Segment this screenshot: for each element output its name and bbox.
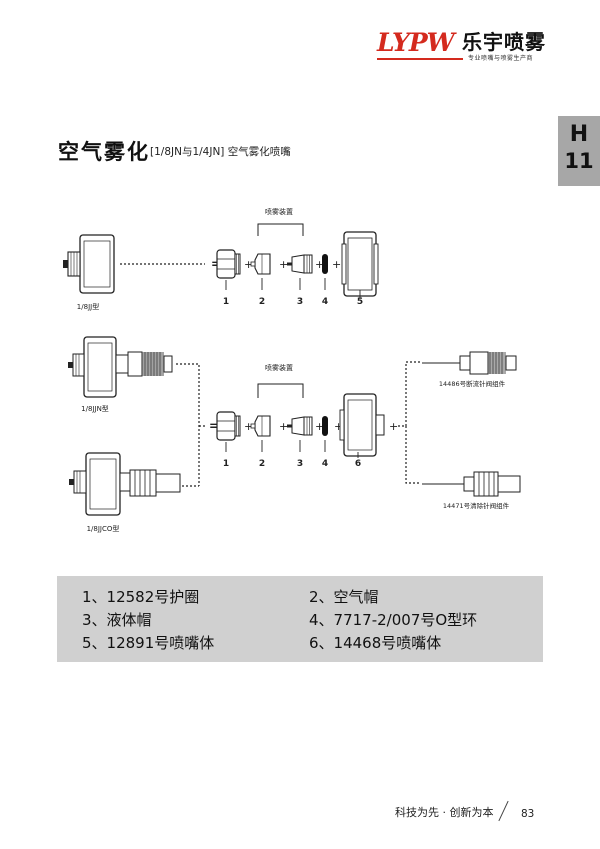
equals-sign: = xyxy=(211,257,221,271)
retainer-part-1 xyxy=(216,249,241,279)
part-item: 1、12582号护圈 xyxy=(82,588,200,606)
part-number: 6 xyxy=(355,459,361,469)
model-label: 1/8JJN型 xyxy=(81,404,109,413)
model-label: 1/8JJ型 xyxy=(77,302,99,311)
group-label: 喷雾装置 xyxy=(265,207,293,216)
nozzle-body-part-5 xyxy=(341,231,379,297)
group-label: 喷雾装置 xyxy=(265,363,293,372)
connector-line xyxy=(405,426,420,484)
plus-sign: + xyxy=(244,420,253,433)
part-item: 6、14468号喷嘴体 xyxy=(309,634,442,652)
plus-sign: + xyxy=(334,420,343,433)
part-item: 2、空气帽 xyxy=(309,588,379,606)
connector-line xyxy=(176,363,200,486)
model-label: 1/8JJCO型 xyxy=(87,524,120,533)
brand-name: 乐宇喷雾 xyxy=(462,30,546,54)
brand-tagline: 专业喷嘴与喷雾生产商 xyxy=(468,55,534,62)
plus-sign: + xyxy=(279,258,288,271)
part-number: 4 xyxy=(322,459,328,469)
part-number: 3 xyxy=(297,459,303,469)
page-subtitle: [1/8JN与1/4JN] 空气雾化喷嘴 xyxy=(150,146,291,158)
part-number: 5 xyxy=(357,297,363,307)
cleanout-needle-assembly xyxy=(422,471,521,497)
plus-sign: + xyxy=(315,420,324,433)
part-number: 1 xyxy=(223,459,229,469)
part-item: 5、12891号喷嘴体 xyxy=(82,634,215,652)
section-letter: H xyxy=(569,122,589,147)
plus-sign: + xyxy=(244,258,253,271)
aircap-part-2 xyxy=(250,415,271,437)
parts-list: 1、12582号护圈 2、空气帽 3、液体帽 4、7717-2/007号O型环 … xyxy=(57,576,543,662)
oring-part-4 xyxy=(322,254,328,274)
assembly-diagram: 1/8JJ型 = + + + + 喷雾装置 1 2 3 4 5 xyxy=(63,207,521,533)
section-number: 11 xyxy=(564,149,594,173)
option-label: 14471号清除针阀组件 xyxy=(443,501,510,510)
liquid-cap-part-3 xyxy=(286,416,313,436)
part-number: 1 xyxy=(223,297,229,307)
brand-logo: LYPW xyxy=(377,28,455,57)
plus-sign: + xyxy=(389,420,398,433)
page-title: 空气雾化 xyxy=(58,140,150,164)
section-tab: H 11 xyxy=(558,116,600,186)
liquid-cap-part-3 xyxy=(286,254,313,274)
plus-sign: + xyxy=(279,420,288,433)
option-label: 14486号断流针阀组件 xyxy=(439,379,506,388)
page-number: 83 xyxy=(521,808,535,820)
footer-divider xyxy=(498,800,509,822)
part-number: 4 xyxy=(322,297,328,307)
part-item: 4、7717-2/007号O型环 xyxy=(309,611,478,629)
brand-underline xyxy=(377,58,463,60)
aircap-part-2 xyxy=(250,253,271,275)
plus-sign: + xyxy=(315,258,324,271)
shutoff-needle-assembly xyxy=(422,351,517,375)
footer-slogan: 科技为先 · 创新为本 xyxy=(395,806,494,819)
connector-line xyxy=(398,361,420,427)
equals-sign: = xyxy=(209,419,219,433)
model-1-8jjn-drawing xyxy=(68,336,173,398)
model-1-8jj-drawing xyxy=(63,234,115,294)
nozzle-body-part-6 xyxy=(339,393,385,457)
part-number: 2 xyxy=(259,459,265,469)
oring-part-4 xyxy=(322,416,328,436)
part-number: 2 xyxy=(259,297,265,307)
plus-sign: + xyxy=(332,258,341,271)
model-1-8jjco-drawing xyxy=(69,452,181,516)
part-item: 3、液体帽 xyxy=(82,611,152,629)
retainer-part-1 xyxy=(216,411,241,441)
part-number: 3 xyxy=(297,297,303,307)
